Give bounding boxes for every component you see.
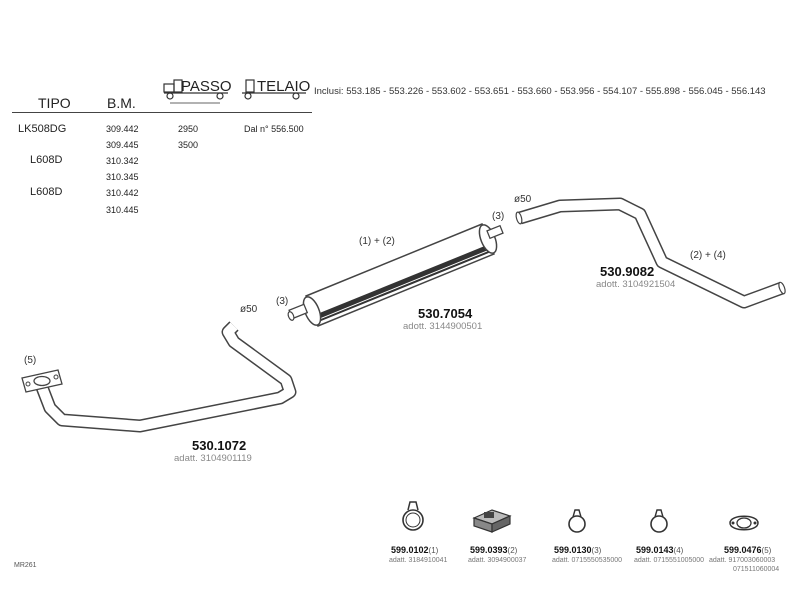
telaio-header	[240, 76, 308, 111]
accessory-item	[470, 504, 514, 539]
tipo-cell: L608D	[30, 154, 63, 166]
passo-label: PASSO	[181, 78, 232, 95]
callout-tail-right: (2) + (4)	[690, 250, 726, 261]
passo-cell: 2950	[178, 124, 199, 134]
table-divider	[12, 112, 312, 113]
front-pipe-ref: adatt. 3104901119	[174, 453, 252, 464]
accessory-item	[647, 508, 671, 541]
gasket-icon	[729, 515, 759, 531]
passo-cell: 3500	[178, 140, 199, 150]
muffler-code: 530.7054	[418, 306, 473, 321]
clamp-icon	[568, 509, 586, 533]
accessory-item	[398, 500, 428, 539]
inlet-flange	[21, 369, 63, 393]
bm-cell: 309.442	[106, 124, 139, 134]
tipo-header: TIPO	[38, 95, 71, 111]
accessory-ref: adatt. 0715550535000	[552, 557, 623, 564]
bm-cell: 310.445	[106, 205, 139, 215]
callout-tail-left: (3)	[492, 211, 505, 222]
callout-muffler-top: (1) + (2)	[359, 236, 395, 247]
bm-header: B.M.	[107, 95, 136, 111]
accessory-code: 599.0393(2)	[470, 545, 518, 555]
clamp-icon	[402, 501, 424, 531]
tail-pipe-ref: adott. 3104921504	[596, 279, 676, 290]
clamp-icon	[650, 509, 668, 533]
rubber-mount-icon	[472, 509, 512, 533]
accessory-item	[565, 508, 589, 541]
tipo-cell: LK508DG	[18, 123, 67, 135]
accessory-code: 599.0143(4)	[636, 545, 684, 555]
front-pipe	[21, 321, 297, 433]
muffler	[287, 223, 504, 327]
telaio-label: TELAIO	[257, 78, 311, 95]
bm-cell: 309.445	[106, 140, 139, 150]
dia-front-pipe: ø50	[240, 304, 258, 315]
tail-pipe	[515, 197, 786, 309]
accessory-code: 599.0476(5)	[724, 545, 772, 555]
truck-chassis-icon	[242, 79, 306, 100]
accessory-ref: adatt. 3184910041	[389, 557, 448, 564]
accessory-ref: adatt. 0715551005000	[634, 557, 705, 564]
bm-cell: 310.342	[106, 156, 139, 166]
accessory-ref: adatt. 917003060003	[709, 557, 776, 564]
front-pipe-code: 530.1072	[192, 438, 247, 453]
accessory-ref-2: 071511060004	[733, 566, 780, 573]
bm-cell: 310.442	[106, 188, 139, 198]
accessory-code: 599.0102(1)	[391, 545, 439, 555]
tipo-cell: L608D	[30, 186, 63, 198]
accessory-code: 599.0130(3)	[554, 545, 602, 555]
dia-tail-pipe: ø50	[514, 194, 532, 205]
accessory-item	[726, 510, 762, 541]
drawing-code: MR261	[14, 562, 37, 569]
passo-header	[160, 76, 232, 111]
truck-wheelbase-icon	[163, 79, 228, 104]
tail-pipe-code: 530.9082	[600, 264, 655, 279]
muffler-ref: adott. 3144900501	[403, 321, 483, 332]
telaio-cell: Dal n° 556.500	[244, 124, 304, 134]
bm-cell: 310.345	[106, 172, 139, 182]
callout-muffler-left: (3)	[276, 296, 289, 307]
callout-5: (5)	[24, 355, 37, 366]
inclusi-note: Inclusi: 553.185 - 553.226 - 553.602 - 5…	[314, 86, 766, 97]
accessory-ref: adatt. 3094900037	[468, 557, 527, 564]
